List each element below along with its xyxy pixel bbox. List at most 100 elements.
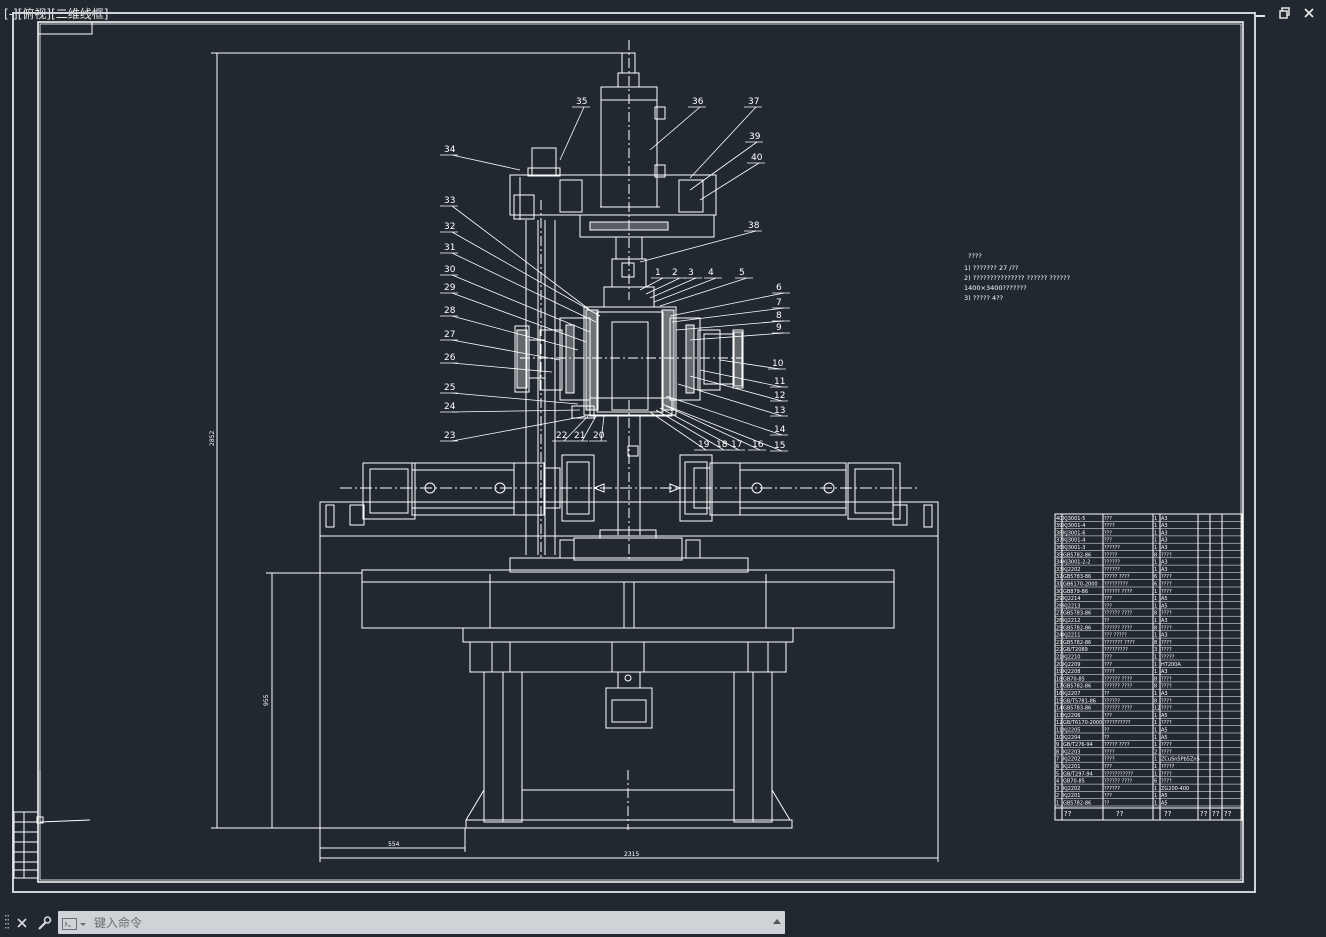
command-prompt-icon[interactable] [62,916,88,930]
table-cell: ???? [1161,611,1172,617]
table-cell: 20 [1056,662,1062,668]
table-cell: 8 [1154,676,1157,682]
table-cell: 29 [1056,596,1062,602]
balloon-2: 2 [672,268,678,278]
table-cell: HT200A [1161,662,1181,668]
table-cell: ?????? ???? [1104,611,1132,617]
table-cell: ?????? [1104,786,1120,792]
table-cell: 14 [1056,706,1062,712]
table-cell: GB/T2089 [1063,647,1088,653]
table-cell: ???? [1161,720,1172,726]
table-cell: ??? ????? [1104,633,1127,639]
table-cell: ???? [1161,676,1172,682]
table-cell: ??? [1104,596,1112,602]
table-cell: ???? [1161,625,1172,631]
leader-line-9 [689,332,785,341]
leader-line-19 [649,411,707,451]
table-cell: ?????? [1104,545,1120,551]
table-cell: 6 [1056,764,1059,770]
balloon-26: 26 [444,353,456,363]
leader-line-39 [689,141,758,191]
table-cell: 13 [1056,713,1062,719]
table-cell: ?? [1104,691,1110,697]
command-input[interactable] [92,912,756,934]
table-cell: GB879-86 [1063,589,1088,595]
table-cell: ???? [1161,771,1172,777]
table-footer-cell: ?? [1200,810,1208,818]
table-cell: 1 [1154,596,1157,602]
table-cell: 22 [1056,647,1062,653]
balloon-12: 12 [774,391,785,401]
table-cell: ???? [1161,742,1172,748]
table-cell: 21 [1056,655,1062,661]
balloon-32: 32 [444,222,455,232]
drawing-canvas[interactable]: 3536373940343338323130292827262524231234… [0,0,1326,910]
table-cell: KJ2204 [1063,735,1080,741]
dim-height-vertical: 2852 [209,431,216,446]
balloon-4: 4 [708,268,714,278]
close-icon[interactable] [1302,6,1316,20]
balloon-16: 16 [752,440,764,450]
balloon-9: 9 [776,323,782,333]
restore-icon[interactable] [1278,6,1292,20]
table-cell: A5 [1161,735,1168,741]
command-input-box [58,911,785,934]
table-footer-cell: ?? [1224,810,1232,818]
table-cell: GB5782-86 [1063,625,1091,631]
table-cell: 1 [1154,633,1157,639]
table-cell: A3 [1161,618,1168,624]
leader-line-31 [451,252,597,323]
command-close-icon[interactable] [15,915,29,929]
table-cell: ??????? ???? [1104,640,1135,646]
table-cell: 8 [1154,625,1157,631]
table-cell: 1 [1154,720,1157,726]
balloon-7: 7 [776,298,782,308]
leader-line-32 [451,231,601,317]
minimize-icon[interactable] [1254,6,1268,20]
table-cell: 8 [1154,684,1157,690]
leader-line-15 [661,403,783,452]
command-bar-grip-icon[interactable] [5,914,9,932]
table-cell: 1 [1056,801,1059,807]
table-cell: ????? [1161,655,1175,661]
balloon-31: 31 [444,243,455,253]
balloon-28: 28 [444,306,456,316]
table-cell: A3 [1161,633,1168,639]
table-cell: ZG200-400 [1161,786,1189,792]
table-footer-cell: ?? [1064,810,1072,818]
table-cell: ???? [1161,552,1172,558]
table-cell: KJ3001-4 [1063,538,1085,544]
balloon-29: 29 [444,283,456,293]
command-settings-icon[interactable] [36,915,52,931]
balloon-18: 18 [716,440,728,450]
table-cell: 1 [1154,545,1157,551]
table-cell: ??? [1104,662,1112,668]
table-cell: GB/T297-94 [1063,771,1093,777]
table-cell: ????????? [1104,647,1128,653]
balloon-8: 8 [776,311,782,321]
table-cell: 7 [1056,757,1059,763]
table-cell: ?????? ???? [1104,589,1132,595]
table-cell: ??? [1104,530,1112,536]
table-cell: KJ2202 [1063,757,1080,763]
table-cell: 1 [1154,742,1157,748]
table-cell: ?????? [1104,560,1120,566]
table-cell: 30 [1056,589,1062,595]
table-cell: ?????????? [1104,720,1131,726]
table-cell: 8 [1154,640,1157,646]
table-cell: GB5782-86 [1063,552,1091,558]
table-cell: A5 [1161,801,1168,807]
table-cell: ???? [1161,640,1172,646]
table-cell: A3 [1161,516,1168,522]
table-cell: 27 [1056,611,1062,617]
table-cell: ?????? ???? [1104,676,1132,682]
table-cell: KJ3001-4 [1063,523,1085,529]
table-cell: ??? [1104,764,1112,770]
command-history-arrow-icon[interactable] [773,919,781,924]
table-cell: KJ2205 [1063,728,1080,734]
table-cell: KJ2211 [1063,633,1080,639]
table-cell: A5 [1161,728,1168,734]
leader-line-12 [689,375,783,402]
table-cell: 6 [1154,582,1157,588]
table-cell: ????? ???? [1104,742,1130,748]
